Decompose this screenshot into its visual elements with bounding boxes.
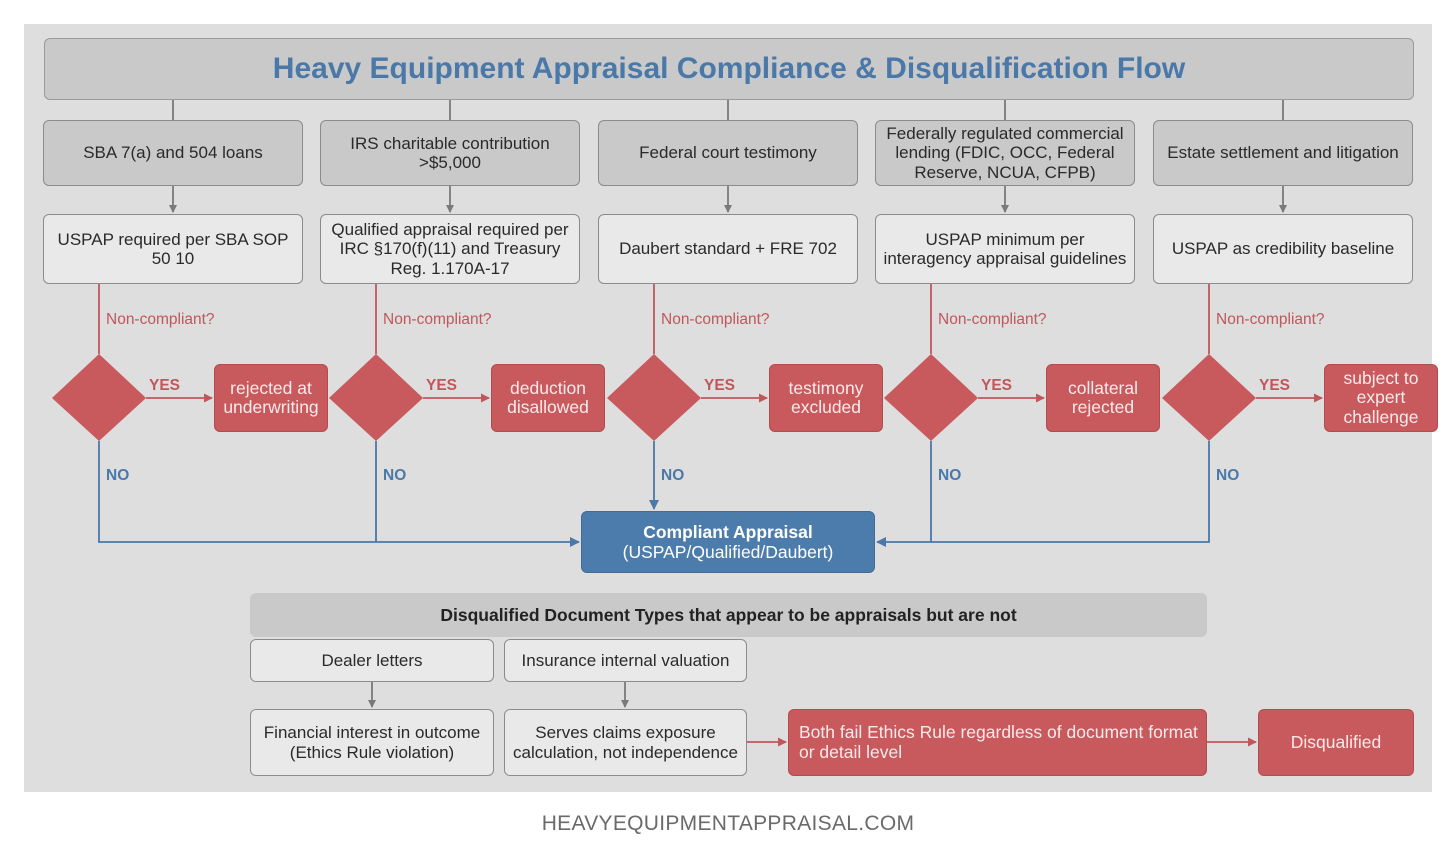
no-label: NO	[106, 467, 130, 484]
non-compliant-label: Non-compliant?	[1216, 311, 1325, 328]
decision-diamond	[884, 354, 978, 441]
outcome-box: subject to expert challenge	[1324, 364, 1438, 432]
no-label: NO	[1216, 467, 1240, 484]
standard-box: USPAP minimum per interagency appraisal …	[875, 214, 1135, 284]
compliant-appraisal-box: Compliant Appraisal (USPAP/Qualified/Dau…	[581, 511, 875, 573]
standard-box: Qualified appraisal required per IRC §17…	[320, 214, 580, 284]
insurance-reason-box: Serves claims exposure calculation, not …	[504, 709, 747, 776]
non-compliant-label: Non-compliant?	[661, 311, 770, 328]
dealer-letters-box: Dealer letters	[250, 639, 494, 682]
disqualified-box: Disqualified	[1258, 709, 1414, 776]
insurance-valuation-box: Insurance internal valuation	[504, 639, 747, 682]
non-compliant-label: Non-compliant?	[106, 311, 215, 328]
dealer-reason-box: Financial interest in outcome (Ethics Ru…	[250, 709, 494, 776]
source-box: IRS charitable contribution >$5,000	[320, 120, 580, 186]
compliant-title: Compliant Appraisal	[643, 522, 813, 542]
source-box: SBA 7(a) and 504 loans	[43, 120, 303, 186]
no-path-5	[876, 441, 1210, 547]
yes-label: YES	[981, 377, 1013, 394]
decision-diamond	[607, 354, 701, 441]
both-fail-box: Both fail Ethics Rule regardless of docu…	[788, 709, 1207, 776]
standard-box: Daubert standard + FRE 702	[598, 214, 858, 284]
compliant-subtitle: (USPAP/Qualified/Daubert)	[622, 542, 834, 562]
source-box: Estate settlement and litigation	[1153, 120, 1413, 186]
yes-label: YES	[426, 377, 458, 394]
decision-diamond	[1162, 354, 1256, 441]
decision-diamond	[52, 354, 146, 441]
decision-diamond	[329, 354, 423, 441]
standard-box: USPAP as credibility baseline	[1153, 214, 1413, 284]
outcome-box: deduction disallowed	[491, 364, 605, 432]
no-label: NO	[661, 467, 685, 484]
no-path-1	[98, 441, 580, 547]
page-title: Heavy Equipment Appraisal Compliance & D…	[44, 38, 1414, 100]
no-label: NO	[938, 467, 962, 484]
outcome-box: rejected at underwriting	[214, 364, 328, 432]
source-box: Federally regulated commercial lending (…	[875, 120, 1135, 186]
disqualified-section-header: Disqualified Document Types that appear …	[250, 593, 1207, 637]
yes-label: YES	[704, 377, 736, 394]
yes-label: YES	[149, 377, 181, 394]
yes-label: YES	[1259, 377, 1291, 394]
outcome-box: testimony excluded	[769, 364, 883, 432]
outcome-box: collateral rejected	[1046, 364, 1160, 432]
no-label: NO	[383, 467, 407, 484]
footer-site-name: HEAVYEQUIPMENTAPPRAISAL.COM	[541, 812, 915, 835]
source-box: Federal court testimony	[598, 120, 858, 186]
non-compliant-label: Non-compliant?	[383, 311, 492, 328]
standard-box: USPAP required per SBA SOP 50 10	[43, 214, 303, 284]
non-compliant-label: Non-compliant?	[938, 311, 1047, 328]
